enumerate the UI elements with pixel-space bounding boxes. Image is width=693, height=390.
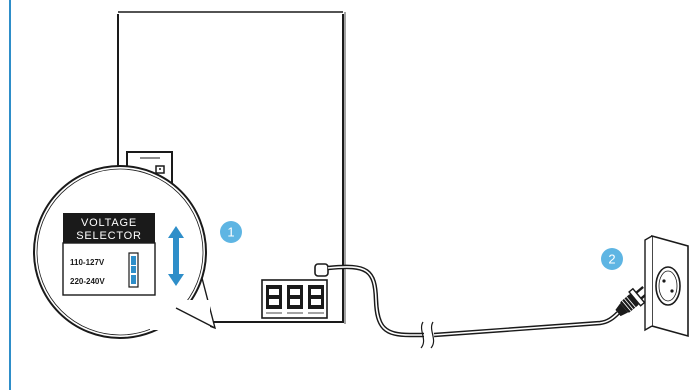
socket-3 — [308, 285, 324, 314]
step-badge-2: 2 — [601, 248, 623, 270]
double-arrow-icon — [168, 226, 184, 286]
output-sockets — [261, 279, 328, 319]
cord-inlet — [314, 263, 329, 277]
voltage-selector-panel — [62, 242, 156, 296]
page-margin-rule — [9, 0, 11, 390]
voltage-selector-title-line2: SELECTOR — [76, 230, 142, 242]
voltage-switch — [128, 252, 139, 288]
step-badge-1: 1 — [220, 221, 242, 243]
step-2-number: 2 — [608, 252, 615, 267]
voltage-selector-title-line1: VOLTAGE — [81, 217, 137, 229]
voltage-selector-title-box — [63, 213, 155, 243]
wall-socket-icon — [644, 234, 689, 338]
voltage-option-high: 110-127V — [70, 258, 105, 267]
voltage-option-low: 220-240V — [70, 277, 105, 286]
cable-break-icon — [420, 321, 435, 349]
socket-2 — [287, 285, 303, 314]
socket-1 — [266, 285, 282, 314]
step-1-number: 1 — [227, 225, 234, 240]
voltage-selector-callout: VOLTAGE SELECTOR 110-127V 220-240V — [33, 165, 217, 339]
power-plug-icon — [615, 286, 649, 317]
power-cord — [314, 263, 620, 338]
